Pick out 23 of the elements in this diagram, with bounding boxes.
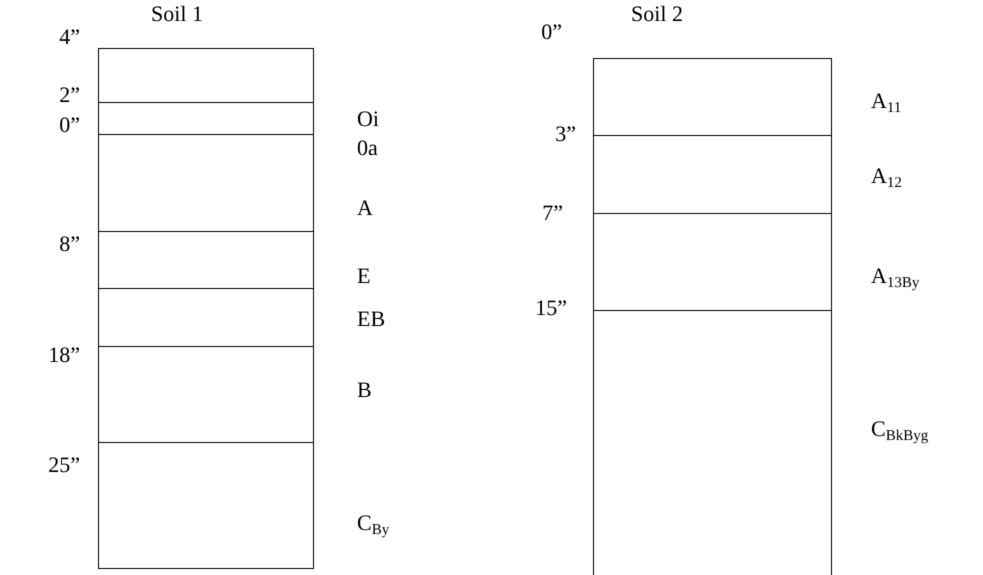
depth-label: 18” — [48, 344, 80, 366]
horizon-label: E — [357, 265, 370, 287]
horizon-label: A$_{11}$ — [871, 90, 902, 116]
depth-label: 0” — [541, 21, 562, 43]
depth-label: 4” — [59, 26, 80, 48]
depth-label: 15” — [535, 297, 567, 319]
depth-label: 25” — [48, 454, 80, 476]
depth-label: 7” — [542, 202, 563, 224]
column-heading: Soil 2 — [631, 3, 683, 25]
horizon-label: EB — [357, 308, 386, 330]
depth-label: 2” — [59, 84, 80, 106]
horizon-label: B — [357, 379, 372, 401]
horizon-label: A$_{13By}$ — [871, 265, 920, 291]
depth-label: 0” — [59, 114, 80, 136]
horizon-label: 0a — [357, 137, 378, 159]
horizon-label: Oi — [357, 108, 379, 130]
horizon-label: A — [357, 197, 373, 219]
horizon-label: C$_{BkByg}$ — [871, 418, 928, 444]
horizon-label: C$_{By}$ — [357, 512, 390, 538]
depth-label: 3” — [555, 123, 576, 145]
horizon-label: A$_{12}$ — [871, 165, 902, 191]
column-heading: Soil 1 — [151, 3, 203, 25]
depth-label: 8” — [59, 233, 80, 255]
